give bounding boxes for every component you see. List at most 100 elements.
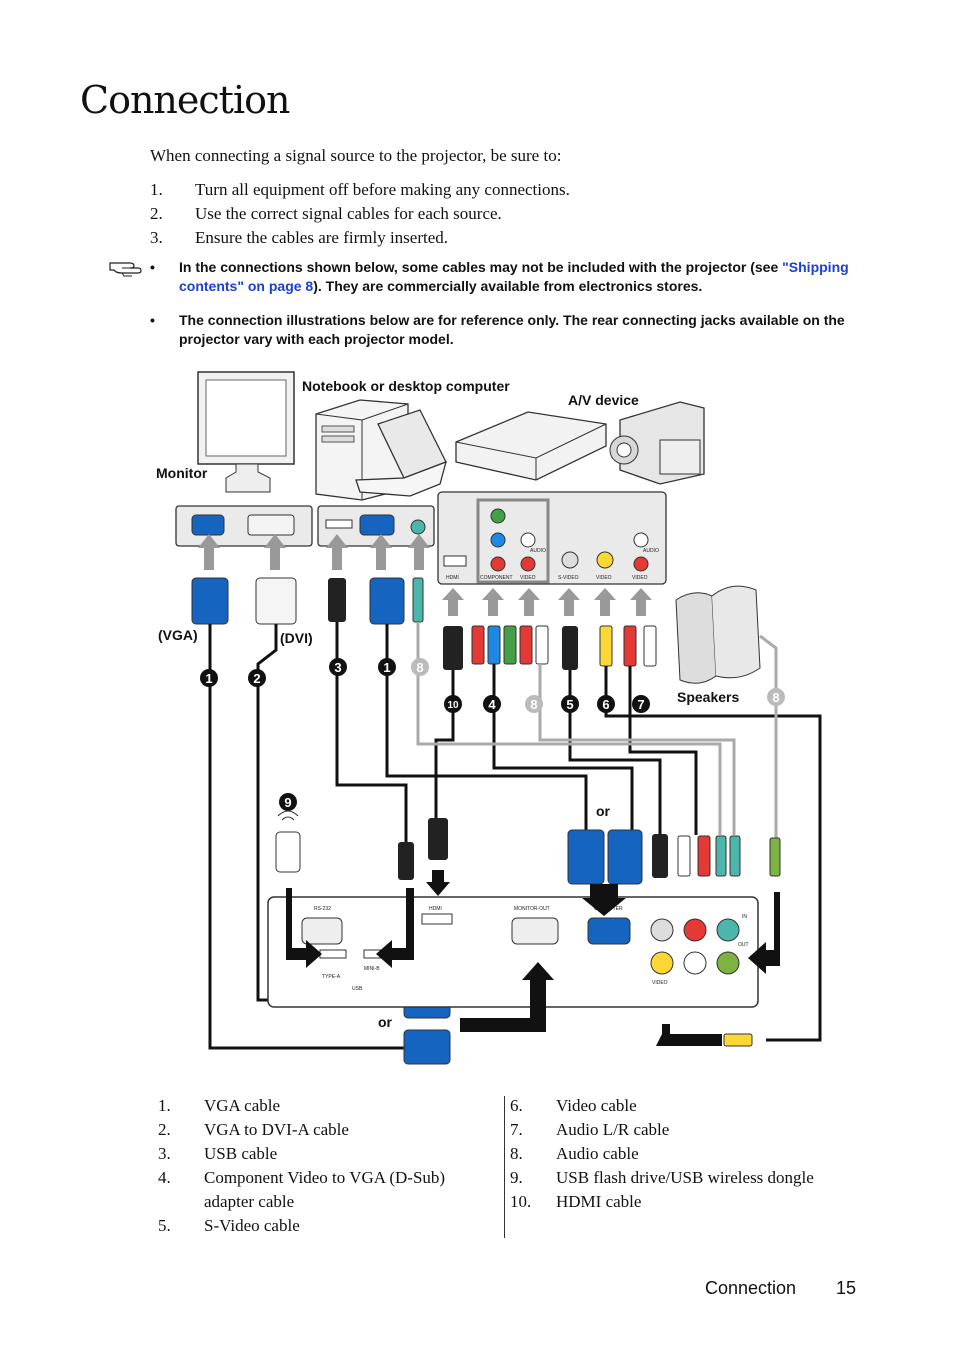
- marker-7: 7: [632, 695, 650, 713]
- pointing-hand-icon: [109, 262, 142, 277]
- port-label: USB: [352, 986, 363, 992]
- steps-list: 1. Turn all equipment off before making a…: [150, 180, 570, 252]
- svg-text:8: 8: [772, 690, 779, 705]
- upward-arrows: [198, 534, 652, 616]
- dvi-label: (DVI): [280, 630, 313, 646]
- marker-8: 8: [411, 658, 429, 676]
- step-number: 2.: [150, 204, 163, 223]
- connection-diagram: Monitor Notebook or desktop computer A/V…: [156, 371, 822, 1065]
- legend-right: 6.Video cable 7.Audio L/R cable 8.Audio …: [510, 1094, 910, 1214]
- svg-text:6: 6: [602, 697, 609, 712]
- svg-text:3: 3: [334, 660, 341, 675]
- step-text: Use the correct signal cables for each s…: [195, 204, 502, 223]
- step-number: 1.: [150, 180, 163, 199]
- svg-text:8: 8: [530, 697, 537, 712]
- legend-item: 6.Video cable: [510, 1096, 637, 1115]
- note-text: In the connections shown below, some cab…: [179, 258, 869, 296]
- marker-9: 9: [279, 793, 297, 811]
- legend-left: 1.VGA cable 2.VGA to DVI-A cable 3.USB c…: [158, 1094, 498, 1238]
- or-label: or: [596, 803, 611, 819]
- port-label: MONITOR-OUT: [514, 906, 550, 912]
- svg-text:4: 4: [488, 697, 496, 712]
- step-item: 2. Use the correct signal cables for each…: [150, 204, 570, 228]
- shipping-contents-link[interactable]: "Shipping contents" on page 8: [179, 259, 849, 294]
- computer-label: Notebook or desktop computer: [302, 378, 510, 394]
- vga-label: (VGA): [158, 627, 198, 643]
- legend-item: adapter cable: [204, 1192, 295, 1211]
- svg-text:1: 1: [383, 660, 390, 675]
- svg-text:7: 7: [637, 697, 644, 712]
- legend-item: 9.USB flash drive/USB wireless dongle: [510, 1168, 814, 1187]
- bullet: •: [150, 312, 155, 328]
- bottom-connectors: [275, 818, 781, 1065]
- av-port-panel: HDMI COMPONENT VIDEO S-VIDEO VIDEO VIDEO…: [437, 491, 667, 585]
- port-label: IN: [742, 914, 747, 920]
- intro-text: When connecting a signal source to the p…: [150, 146, 562, 165]
- port-label: VIDEO: [520, 575, 536, 581]
- step-item: 3. Ensure the cables are firmly inserted.: [150, 228, 570, 252]
- port-label: VIDEO: [632, 575, 648, 581]
- svg-text:1: 1: [205, 671, 212, 686]
- legend-item: 7.Audio L/R cable: [510, 1120, 670, 1139]
- legend-item: 5.S-Video cable: [158, 1216, 300, 1235]
- port-label: MINI-B: [364, 966, 380, 972]
- port-label: VIDEO: [596, 575, 612, 581]
- laptop-icon: [355, 409, 447, 497]
- port-label: S-VIDEO: [558, 575, 579, 581]
- marker-10: 10: [444, 695, 462, 713]
- marker-1: 1: [378, 658, 396, 676]
- marker-4: 4: [483, 695, 501, 713]
- camcorder-icon: [609, 401, 705, 485]
- marker-5: 5: [561, 695, 579, 713]
- note-text: The connection illustrations below are f…: [179, 312, 845, 347]
- svg-text:2: 2: [253, 671, 260, 686]
- speakers-icon: [675, 585, 761, 684]
- step-text: Ensure the cables are firmly inserted.: [195, 228, 449, 247]
- usb-dongle-icon: [277, 810, 299, 821]
- projector-rear-panel: RS-232 HDMI MONITOR-OUT COMPUTER TYPE-A …: [267, 896, 759, 1008]
- legend-item: 1.VGA cable: [158, 1096, 281, 1115]
- port-label: RS-232: [314, 906, 331, 912]
- port-label: AUDIO: [530, 548, 546, 554]
- marker-6: 6: [597, 695, 615, 713]
- svg-text:10: 10: [447, 700, 459, 711]
- note-text-part: In the connections shown below, some cab…: [179, 259, 783, 275]
- computer-port-panel: [317, 505, 435, 547]
- marker-3: 3: [329, 658, 347, 676]
- legend-item: 2.VGA to DVI-A cable: [158, 1120, 349, 1139]
- port-label: OUT: [738, 942, 749, 948]
- insert-arrows: [286, 870, 780, 1046]
- port-label: HDMI: [446, 575, 459, 581]
- svg-text:8: 8: [416, 660, 423, 675]
- number-markers: 1 2 3 1 8 10 4 8 5 6 7 8 9: [200, 658, 785, 811]
- av-device-label: A/V device: [568, 392, 639, 408]
- footer-section: Connection: [705, 1278, 797, 1298]
- monitor-label: Monitor: [156, 465, 208, 481]
- monitor-icon: [197, 371, 295, 493]
- legend-item: 4.Component Video to VGA (D-Sub): [158, 1168, 446, 1187]
- svg-text:9: 9: [284, 795, 291, 810]
- marker-8: 8: [767, 688, 785, 706]
- page-title: Connection: [80, 78, 290, 122]
- top-connectors: [191, 577, 657, 670]
- marker-1: 1: [200, 669, 218, 687]
- port-label: COMPONENT: [480, 575, 513, 581]
- port-label: VIDEO: [652, 980, 668, 986]
- step-number: 3.: [150, 228, 163, 247]
- legend-item: 3.USB cable: [158, 1144, 278, 1163]
- port-label: TYPE-A: [322, 974, 341, 980]
- page-number: 15: [836, 1278, 857, 1298]
- step-item: 1. Turn all equipment off before making a…: [150, 180, 570, 204]
- or-label: or: [378, 1014, 393, 1030]
- note-text-part: ). They are commercially available from …: [313, 278, 703, 294]
- marker-8: 8: [525, 695, 543, 713]
- av-player-icon: [455, 411, 607, 481]
- step-text: Turn all equipment off before making any…: [195, 180, 570, 199]
- marker-2: 2: [248, 669, 266, 687]
- port-label: HDMI: [429, 906, 442, 912]
- bullet: •: [150, 259, 155, 275]
- legend-divider: [504, 1096, 505, 1238]
- speakers-label: Speakers: [677, 689, 739, 705]
- legend-item: 10.HDMI cable: [510, 1192, 642, 1211]
- legend-item: 8.Audio cable: [510, 1144, 639, 1163]
